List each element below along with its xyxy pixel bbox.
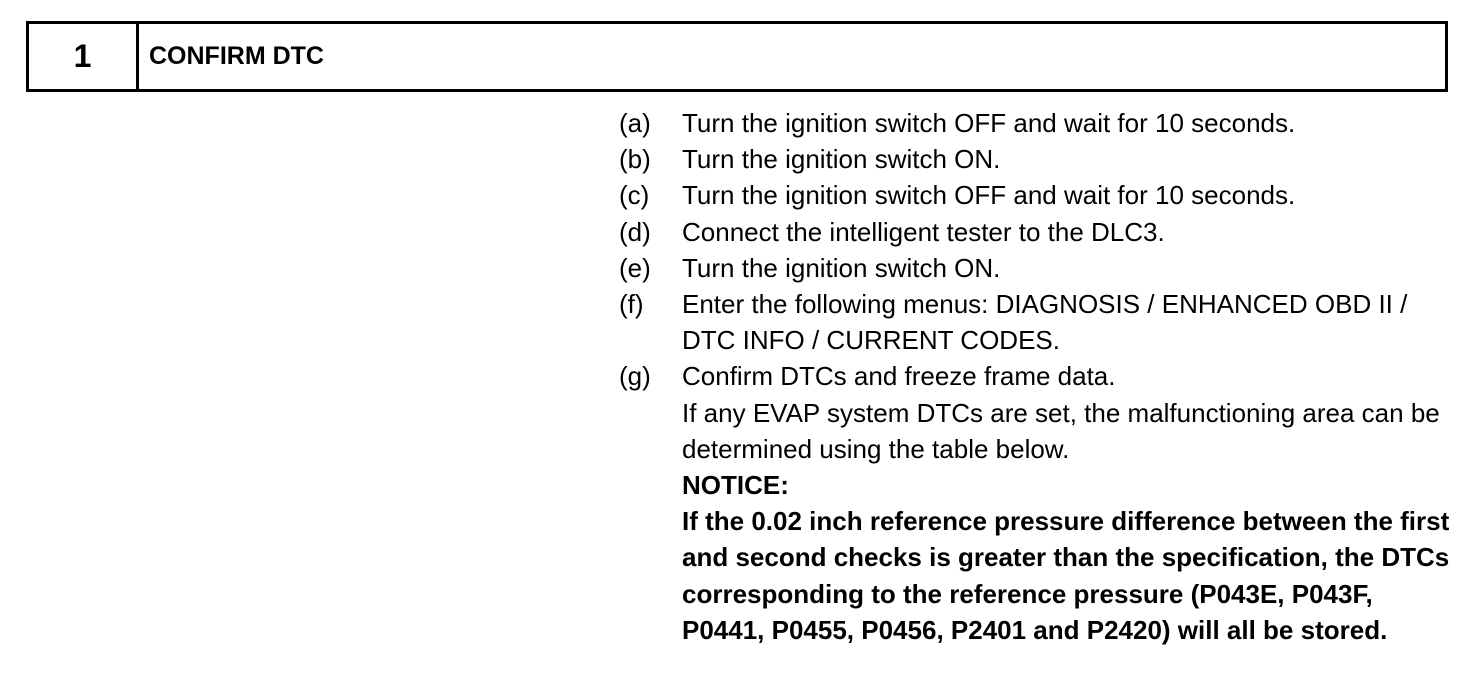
step-title: CONFIRM DTC (149, 42, 324, 70)
step-number: 1 (29, 24, 139, 89)
step-text: Turn the ignition switch ON. (682, 144, 1001, 175)
step-marker: (g) (619, 361, 651, 392)
step-text: Turn the ignition switch ON. (682, 252, 1001, 283)
step-detail: If any EVAP system DTCs are set, the mal… (682, 397, 1440, 464)
step-marker: (f) (619, 289, 644, 320)
step-text: Turn the ignition switch OFF and wait fo… (682, 108, 1296, 138)
step-marker: (a) (619, 108, 651, 138)
step-text: Confirm DTCs and freeze frame data. (682, 361, 1116, 392)
step-header: 1 CONFIRM DTC (26, 21, 1448, 92)
step-item-a: (a) Turn the ignition switch OFF and wai… (619, 105, 1459, 141)
procedure-steps: (a) Turn the ignition switch OFF and wai… (619, 105, 1459, 648)
step-text: Enter the following menus: DIAGNOSIS / E… (682, 289, 1408, 356)
step-text: Connect the intelligent tester to the DL… (682, 216, 1165, 247)
step-item-c: (c) Turn the ignition switch OFF and wai… (619, 177, 1459, 213)
step-item-b: (b) Turn the ignition switch ON. (619, 141, 1459, 177)
notice-text: If the 0.02 inch reference pressure diff… (682, 506, 1450, 645)
step-item-e: (e) Turn the ignition switch ON. (619, 250, 1459, 286)
step-text: Turn the ignition switch OFF and wait fo… (682, 180, 1296, 211)
step-item-f: (f) Enter the following menus: DIAGNOSIS… (619, 286, 1459, 358)
step-text-group: Confirm DTCs and freeze frame data. If a… (682, 358, 1459, 648)
step-item-d: (d) Connect the intelligent tester to th… (619, 214, 1459, 250)
step-item-g: (g) Confirm DTCs and freeze frame data. … (619, 358, 1459, 648)
step-marker: (e) (619, 252, 651, 283)
step-marker: (b) (619, 144, 651, 175)
notice-label: NOTICE: (682, 470, 789, 501)
step-marker: (c) (619, 180, 650, 211)
step-marker: (d) (619, 216, 651, 247)
